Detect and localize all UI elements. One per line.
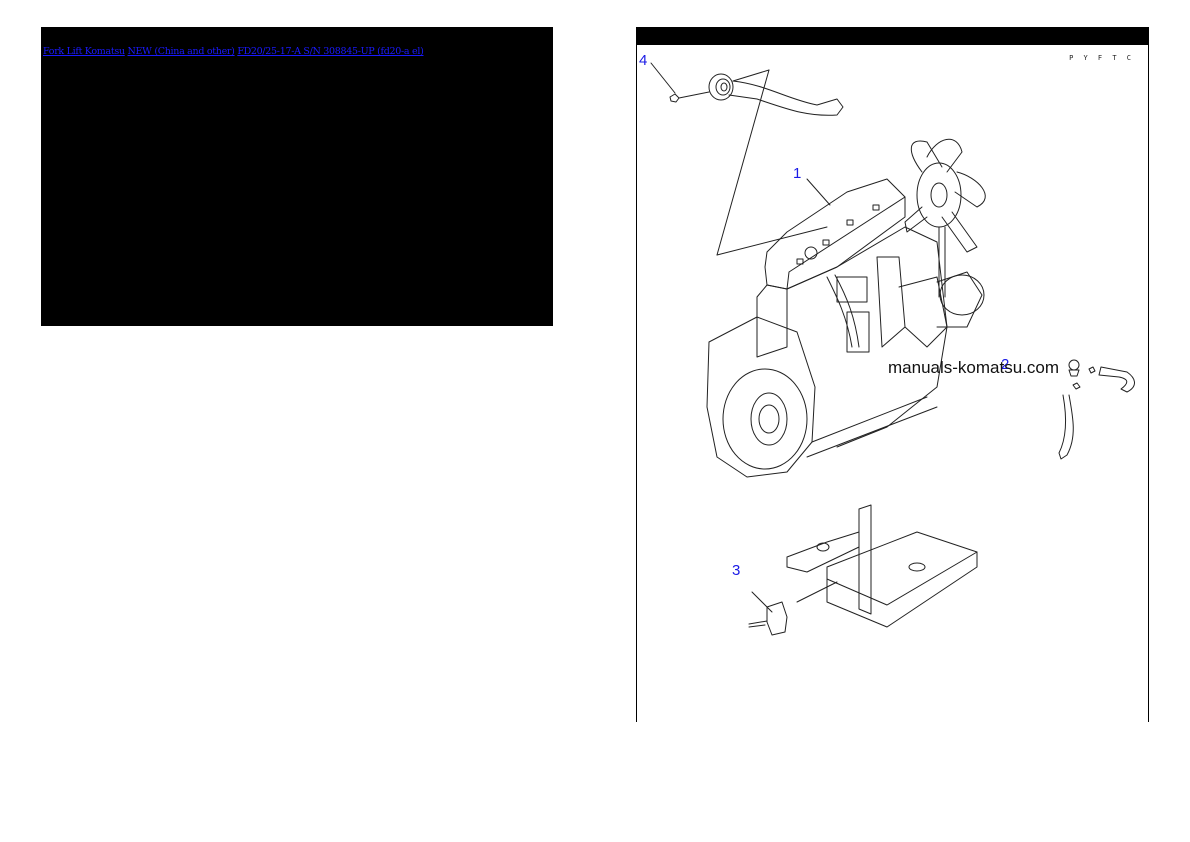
header-panel: Fork Lift Komatsu NEW (China and other) … <box>41 27 553 326</box>
callout-3[interactable]: 3 <box>732 562 741 579</box>
fan <box>904 139 986 298</box>
breather-hose-part-2 <box>1058 359 1135 460</box>
engine-parts-drawing <box>650 62 1135 636</box>
callout-4[interactable]: 4 <box>639 52 648 69</box>
callout-2[interactable]: 2 <box>1001 356 1010 373</box>
diagram-top-bar <box>637 27 1148 45</box>
breadcrumb-link-new-china[interactable]: NEW (China and other) <box>127 46 235 57</box>
callout-1[interactable]: 1 <box>793 165 802 182</box>
filler-hose-part-4 <box>650 62 844 256</box>
parts-diagram-panel: P Y F T C <box>636 27 1149 722</box>
bracket-part-3 <box>748 504 978 636</box>
diagram-code-label: P Y F T C <box>1069 54 1134 62</box>
breadcrumb-link-forklift-komatsu[interactable]: Fork Lift Komatsu <box>43 46 125 57</box>
breadcrumb-link-model[interactable]: FD20/25-17-A S/N 308845-UP (fd20-a el) <box>237 46 424 57</box>
breadcrumb: Fork Lift Komatsu NEW (China and other) … <box>43 46 424 57</box>
watermark: manuals-komatsu.com <box>888 358 1060 377</box>
engine-part-1 <box>706 139 986 478</box>
